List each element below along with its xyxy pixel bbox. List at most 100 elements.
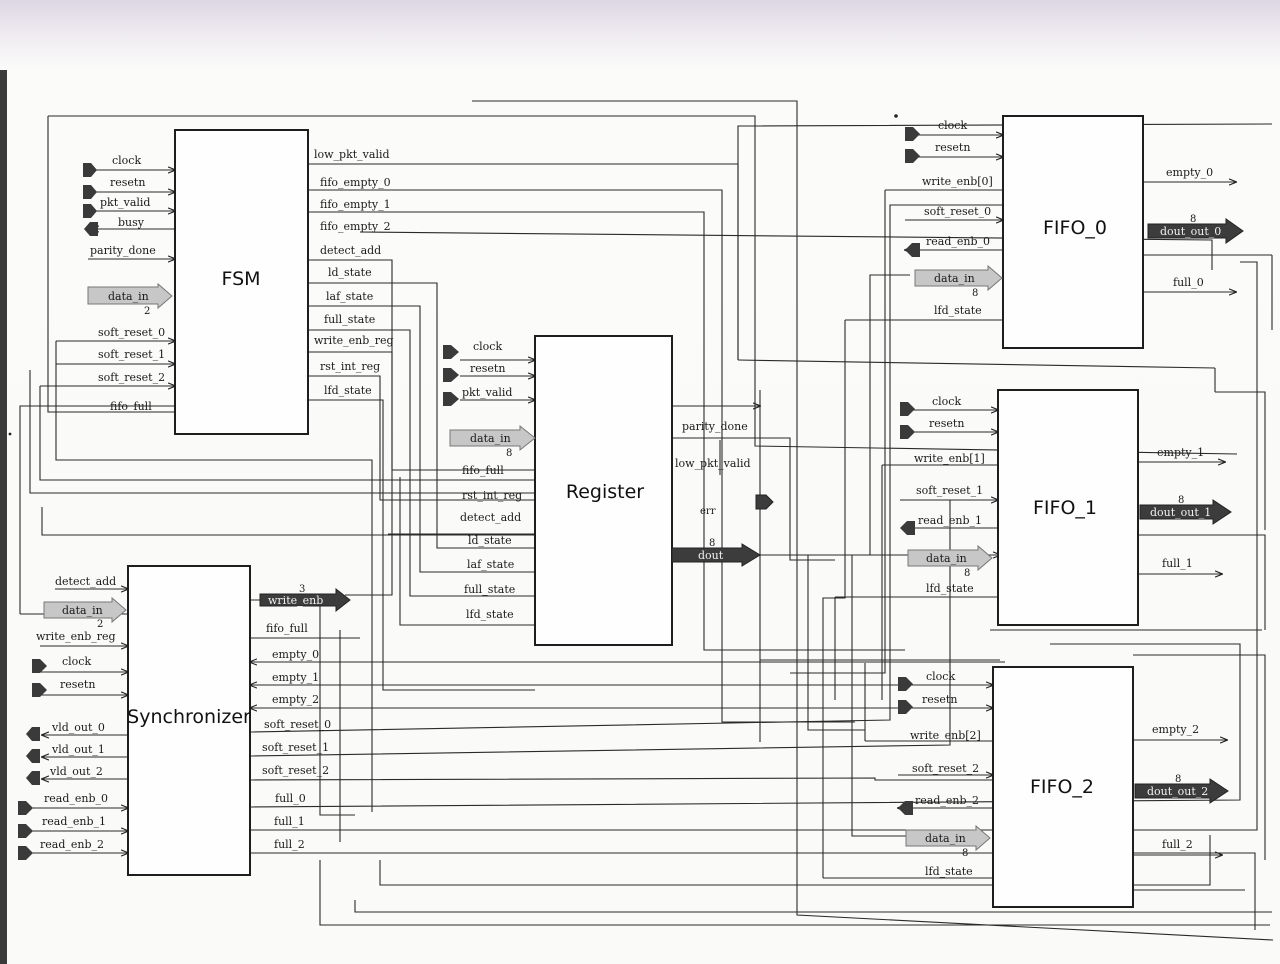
- fifo0-block: [1002, 115, 1144, 349]
- sync-data-in-bus-icon: [43, 596, 127, 624]
- sync-resetn-label: resetn: [60, 678, 95, 691]
- fsm-fifo-empty-1-label: fifo_empty_1: [320, 198, 391, 211]
- fifo2-soft-reset-label: soft_reset_2: [912, 762, 979, 775]
- reg-laf-state-label: laf_state: [467, 558, 514, 571]
- fsm-full-state-label: full_state: [324, 313, 375, 326]
- fsm-label: FSM: [221, 268, 260, 290]
- sync-fifo-full-label: fifo_full: [266, 622, 308, 635]
- reg-pkt-valid-pin-icon: [443, 392, 459, 406]
- reg-parity-done-label: parity_done: [682, 420, 748, 433]
- fifo0-dout-width: 8: [1190, 214, 1196, 225]
- sync-empty-0-label: empty_0: [272, 648, 319, 661]
- synchronizer-output-pins: write_enb 3 fifo_full empty_0 empty_1 em…: [259, 584, 351, 851]
- fifo2-dout-label: dout_out_2: [1147, 785, 1208, 798]
- fifo1-full-label: full_1: [1162, 557, 1193, 570]
- fifo2-full-label: full_2: [1162, 838, 1193, 851]
- reg-dout-label: dout: [698, 549, 724, 562]
- fifo2-data-in-width: 8: [962, 848, 968, 859]
- fifo2-block: [992, 666, 1134, 908]
- fifo2-clock-pin-icon: [898, 677, 913, 691]
- reg-data-in-bus-icon: [449, 424, 536, 452]
- sync-write-enb-label: write_enb: [268, 594, 323, 607]
- fsm-lfd-state-label: lfd_state: [324, 384, 372, 397]
- fifo0-resetn-label: resetn: [935, 141, 970, 154]
- fsm-fifo-empty-0-label: fifo_empty_0: [320, 176, 391, 189]
- fsm-soft-reset-2-label: soft_reset_2: [98, 371, 165, 384]
- sync-full-1-label: full_1: [274, 815, 305, 828]
- fifo0-read-enb-label: read_enb_0: [926, 235, 990, 248]
- reg-lfd-state-label: lfd_state: [466, 608, 514, 621]
- fifo0-lfd-state-label: lfd_state: [934, 304, 982, 317]
- reg-err-label: err: [700, 506, 716, 517]
- fifo2-resetn-label: resetn: [922, 693, 957, 706]
- fifo1-pins: clock resetn write_enb[1] soft_reset_1 r…: [900, 395, 1232, 595]
- fifo2-read-enb-pin-icon: [898, 801, 913, 815]
- reg-low-pkt-valid-label: low_pkt_valid: [675, 457, 751, 470]
- vld-out-0-pin-icon: [26, 727, 40, 741]
- read-enb-1-pin-icon: [18, 824, 33, 838]
- fsm-ld-state-label: ld_state: [328, 266, 372, 279]
- err-pin-icon: [755, 494, 774, 510]
- sync-clock-label: clock: [62, 655, 91, 668]
- fifo2-dout-width: 8: [1175, 774, 1181, 785]
- fifo0-label: FIFO_0: [1043, 217, 1107, 239]
- fifo0-clock-label: clock: [938, 119, 967, 132]
- fsm-detect-add-label: detect_add: [320, 244, 381, 257]
- fifo1-soft-reset-label: soft_reset_1: [916, 484, 983, 497]
- reg-ld-state-label: ld_state: [468, 534, 512, 547]
- register-block: [534, 335, 673, 646]
- sync-write-enb-reg-label: write_enb_reg: [36, 630, 116, 643]
- scan-dot: [8, 432, 12, 436]
- sync-write-enb-width: 3: [299, 584, 305, 595]
- reg-dout-bus-icon: [671, 543, 761, 567]
- sync-soft-reset-0-label: soft_reset_0: [264, 718, 331, 731]
- fifo0-resetn-pin-icon: [905, 149, 920, 163]
- fifo0-soft-reset-label: soft_reset_0: [924, 205, 991, 218]
- read-enb-0-pin-icon: [18, 801, 33, 815]
- fifo1-dout-width: 8: [1178, 495, 1184, 506]
- fsm-soft-reset-0-label: soft_reset_0: [98, 326, 165, 339]
- fsm-busy-label: busy: [118, 216, 145, 229]
- fifo1-block: [997, 389, 1139, 626]
- fsm-output-pins: low_pkt_valid fifo_empty_0 fifo_empty_1 …: [314, 148, 394, 397]
- busy-pin-icon: [84, 222, 98, 236]
- fifo0-clock-pin-icon: [905, 127, 920, 141]
- fsm-clock-label: clock: [112, 154, 141, 167]
- reg-fifo-full-label: fifo_full: [462, 464, 504, 477]
- fifo1-clock-pin-icon: [900, 402, 915, 416]
- fsm-write-enb-reg-label: write_enb_reg: [314, 334, 394, 347]
- register-label: Register: [566, 481, 644, 503]
- sync-detect-add-label: detect_add: [55, 575, 116, 588]
- fifo2-label: FIFO_2: [1030, 776, 1094, 798]
- read-enb-2-pin-icon: [18, 846, 33, 860]
- fifo1-empty-label: empty_1: [1157, 446, 1204, 459]
- sync-resetn-pin-icon: [32, 683, 47, 697]
- fifo1-read-enb-label: read_enb_1: [918, 514, 982, 527]
- fsm-data-in-label: data_in: [108, 290, 149, 303]
- fsm-parity-done-label: parity_done: [90, 244, 156, 257]
- reg-full-state-label: full_state: [464, 583, 515, 596]
- reg-rst-int-reg-label: rst_int_reg: [462, 489, 522, 502]
- fsm-soft-reset-1-label: soft_reset_1: [98, 348, 165, 361]
- fifo0-data-in-bus-icon: [914, 264, 1003, 292]
- synchronizer-block: [127, 565, 251, 876]
- fifo0-write-enb-label: write_enb[0]: [922, 175, 993, 188]
- fsm-data-in-width: 2: [144, 306, 150, 317]
- sync-read-enb-2-label: read_enb_2: [40, 838, 104, 851]
- fifo2-resetn-pin-icon: [898, 700, 913, 714]
- fifo2-clock-label: clock: [926, 670, 955, 683]
- fifo1-dout-bus-icon: [1139, 499, 1232, 525]
- clock-pin-icon: [83, 163, 97, 177]
- fifo2-pins: clock resetn write_enb[2] soft_reset_2 r…: [898, 670, 1229, 878]
- fifo1-lfd-state-label: lfd_state: [926, 582, 974, 595]
- fifo0-dout-label: dout_out_0: [1160, 225, 1221, 238]
- synchronizer-input-pins: detect_add data_in 2 write_enb_reg clock…: [18, 575, 127, 860]
- reg-data-in-width: 8: [506, 448, 512, 459]
- synchronizer-label: Synchronizer: [127, 706, 251, 728]
- fifo2-write-enb-label: write_enb[2]: [910, 729, 981, 742]
- sync-empty-2-label: empty_2: [272, 693, 319, 706]
- fifo0-pins: clock resetn write_enb[0] soft_reset_0 r…: [905, 119, 1244, 317]
- fsm-rst-int-reg-label: rst_int_reg: [320, 360, 380, 373]
- fifo2-empty-label: empty_2: [1152, 723, 1199, 736]
